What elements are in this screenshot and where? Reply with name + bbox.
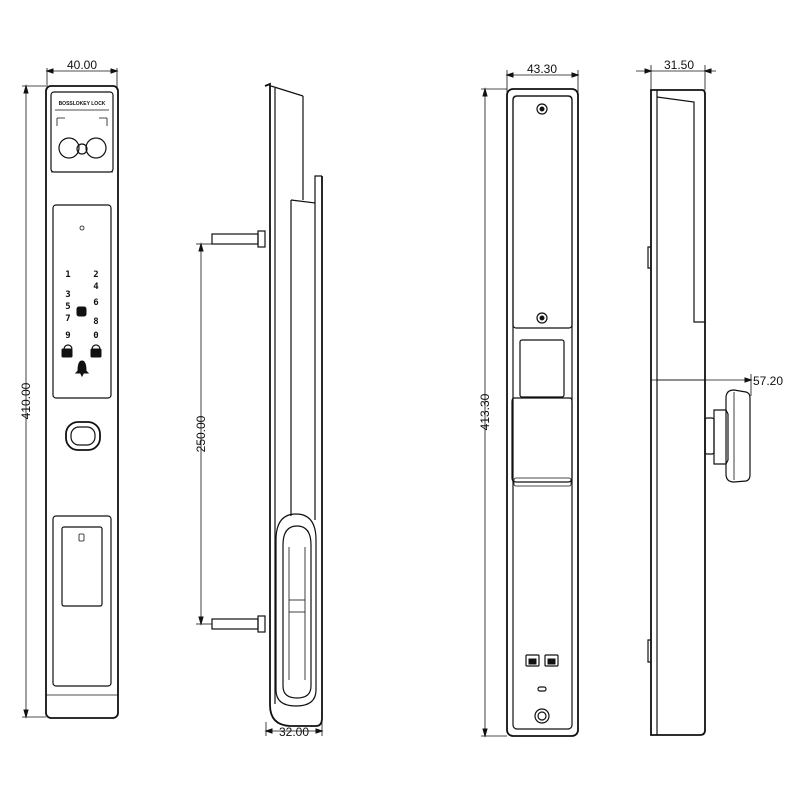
key-2[interactable]: 2: [93, 270, 98, 280]
front-body-outline: [45, 85, 119, 719]
key-3[interactable]: 3: [65, 290, 70, 300]
back-unlock-button[interactable]: [525, 654, 540, 667]
back-side-depth-label: 31.50: [664, 58, 694, 72]
side-spacing-label: 250.00: [194, 415, 208, 452]
handle-projection-dimension: 57.20: [651, 374, 783, 396]
handle-grip[interactable]: [61, 526, 103, 607]
back-body-outline: [506, 88, 579, 737]
back-side-thumb-turn: [704, 389, 751, 483]
key-6[interactable]: 6: [93, 298, 98, 308]
key-1[interactable]: 1: [65, 270, 70, 280]
back-height-label: 413.30: [478, 393, 492, 430]
key-8[interactable]: 8: [93, 317, 98, 327]
battery-cover[interactable]: [512, 95, 573, 329]
side-spacing-dimension: 250.00: [194, 242, 212, 626]
back-indicator-slot: [537, 686, 547, 692]
front-height-dimension: 410.00: [19, 84, 46, 719]
side-handle-cutout: [275, 513, 317, 707]
side-view-back: 31.50 57.20: [636, 58, 783, 736]
back-side-body: [650, 89, 706, 736]
side-outer-plate: [264, 82, 323, 727]
lower-screw: [536, 312, 548, 324]
handle-projection-label: 57.20: [753, 374, 783, 388]
keypad-left-column: 1 3 5 7 9: [65, 270, 70, 341]
back-view: 43.30 413.30: [478, 62, 580, 738]
front-width-label: 40.00: [67, 58, 97, 72]
keypad-right-column: 2 4 6 8 0: [93, 270, 99, 341]
back-lock-button[interactable]: [544, 654, 559, 667]
back-width-label: 43.30: [527, 62, 557, 76]
back-width-dimension: 43.30: [505, 62, 580, 92]
fingerprint-icon[interactable]: [65, 421, 101, 451]
side-depth-dimension: 32.00: [264, 722, 324, 739]
keypad-panel: [52, 204, 112, 399]
handle-release-slot: [78, 533, 85, 542]
lower-spindle: [211, 615, 266, 633]
camera-lenses: [58, 137, 107, 159]
back-thumb-turn[interactable]: [511, 397, 573, 483]
key-7[interactable]: 7: [65, 314, 70, 324]
back-mechanism-window: [519, 339, 565, 398]
side-view-front: 250.00 32.00: [194, 82, 324, 739]
front-height-label: 410.00: [19, 382, 33, 419]
back-side-depth-dimension: 31.50: [636, 58, 716, 90]
lock-icon[interactable]: [90, 344, 102, 358]
indicator-dot: [79, 225, 85, 231]
keyhole-icon[interactable]: [534, 708, 550, 724]
upper-spindle: [211, 230, 266, 248]
back-height-dimension: 413.30: [478, 87, 507, 738]
key-5[interactable]: 5: [65, 302, 70, 312]
side-depth-label: 32.00: [279, 725, 309, 739]
bell-icon[interactable]: [74, 360, 90, 378]
brand-label: BOSSLOKEY LOCK: [59, 101, 106, 107]
key-4[interactable]: 4: [93, 282, 99, 292]
unlock-icon[interactable]: [61, 344, 73, 358]
handle-panel: [52, 515, 112, 687]
key-0[interactable]: 0: [93, 331, 98, 341]
upper-screw: [536, 103, 548, 115]
key-9[interactable]: 9: [65, 331, 70, 341]
keypad-center-sensor: [76, 306, 87, 317]
front-view: 40.00 410.00 BOSSLOKEY LOCK 1 3 5: [19, 58, 119, 719]
front-width-dimension: 40.00: [45, 58, 119, 90]
